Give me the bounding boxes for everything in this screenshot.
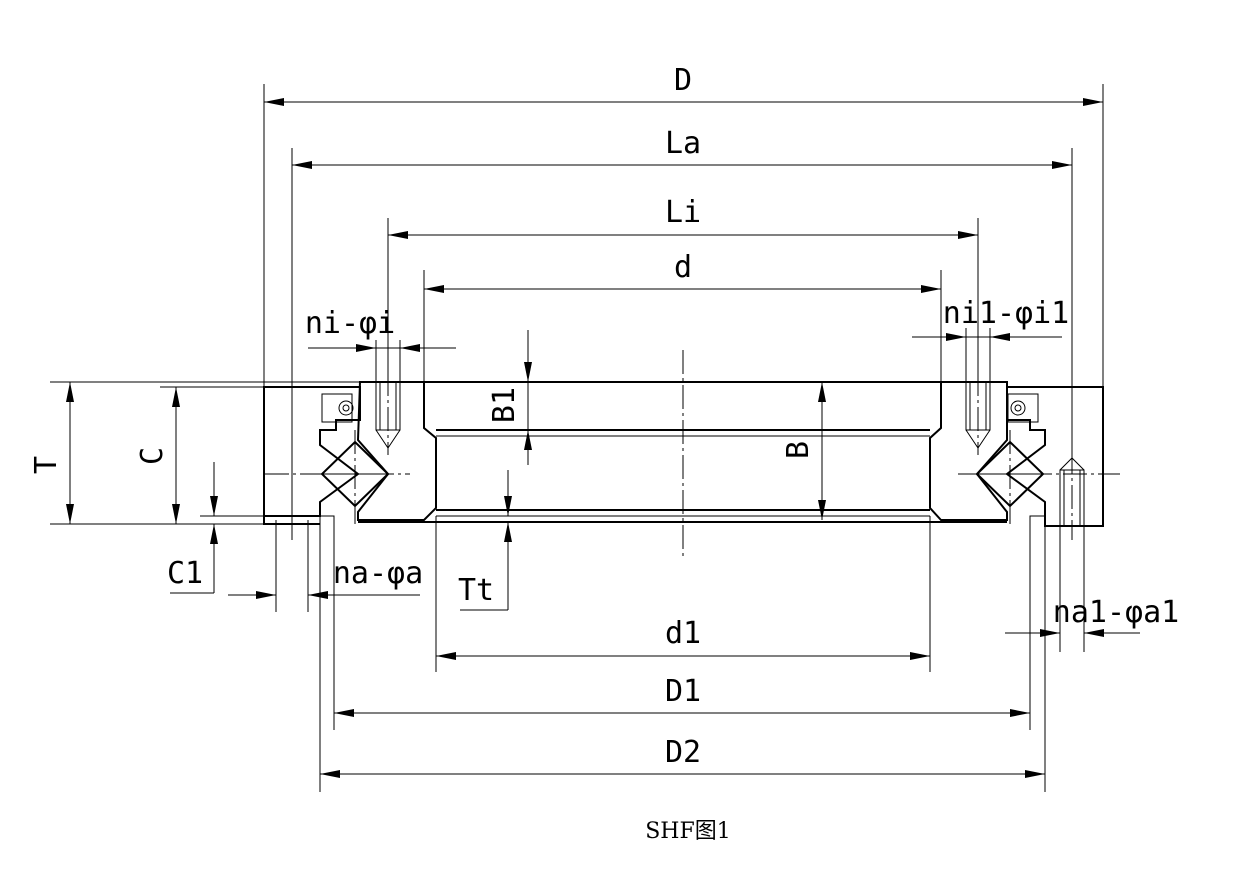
label-D: D	[674, 63, 692, 98]
label-La: La	[665, 126, 701, 161]
label-B: B	[781, 441, 816, 459]
label-d1: d1	[665, 616, 701, 651]
label-Tt: Tt	[458, 573, 494, 608]
label-d: d	[674, 250, 692, 285]
label-Li: Li	[665, 195, 701, 230]
dimension-lines	[50, 84, 1140, 792]
label-T: T	[29, 456, 64, 474]
label-na-phi-a: na-φa	[333, 556, 423, 591]
label-C: C	[135, 447, 170, 465]
left-seal-circle	[338, 400, 354, 416]
label-D2: D2	[665, 735, 701, 770]
figure-caption: SHF图1	[645, 819, 731, 844]
dimension-labels: D La Li d ni-φi ni1-φi1 B1 B T C C1 na-φ…	[29, 63, 1179, 844]
right-seal-circle	[1010, 400, 1026, 416]
label-C1: C1	[167, 556, 203, 591]
label-ni-phi-i: ni-φi	[305, 306, 395, 341]
label-B1: B1	[487, 387, 522, 423]
label-D1: D1	[665, 674, 701, 709]
label-na1-phi-a1: na1-φa1	[1053, 595, 1179, 630]
center-lines	[265, 350, 1120, 560]
label-ni1-phi-i1: ni1-φi1	[943, 296, 1069, 331]
